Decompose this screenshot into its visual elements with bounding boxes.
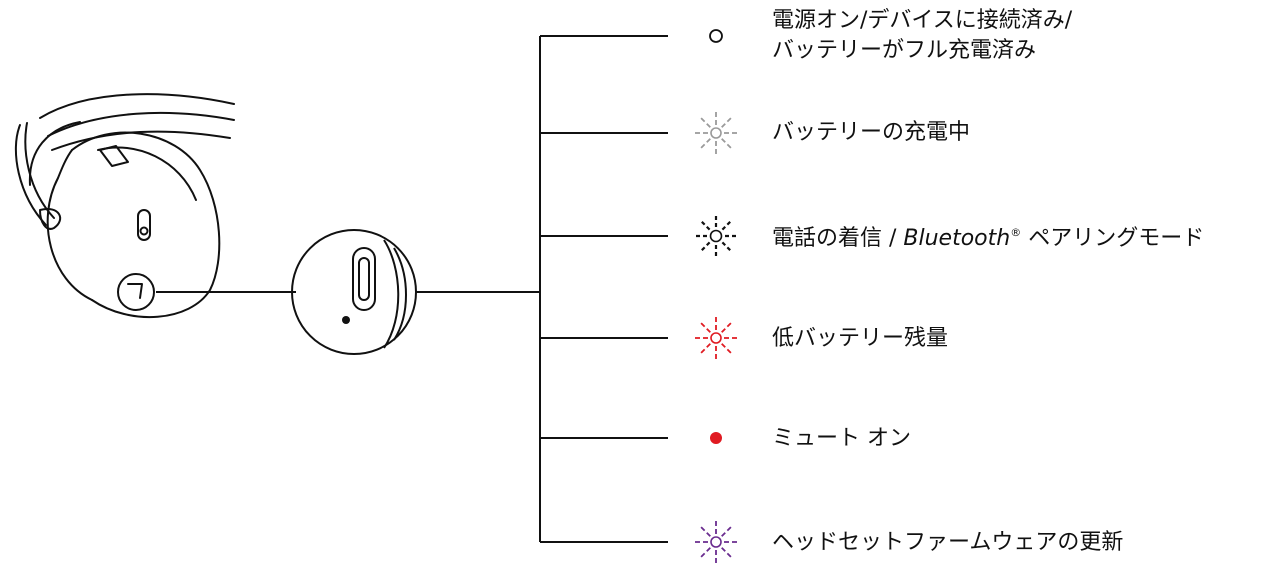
legend-label-charging: バッテリーの充電中 xyxy=(772,120,971,145)
power-on-label-line-2: バッテリーがフル充電済み xyxy=(772,38,1037,63)
mute-on-led-icon xyxy=(710,432,722,444)
incoming-call-text: 電話の着信 / xyxy=(772,226,904,251)
led-ray xyxy=(699,321,711,333)
led-ray xyxy=(721,116,733,128)
led-ray xyxy=(699,116,711,128)
led-ray xyxy=(721,547,733,559)
pairing-mode-text: ペアリングモード xyxy=(1021,226,1205,251)
led-ray xyxy=(700,220,711,231)
led-dot xyxy=(710,332,722,344)
led-ray xyxy=(721,241,732,252)
led-dot xyxy=(709,229,723,243)
led-ray xyxy=(721,525,733,537)
firmware-update-led-icon xyxy=(694,520,738,563)
led-ray xyxy=(721,343,733,355)
trademark-symbol: ® xyxy=(1010,226,1022,239)
magnified-button-view xyxy=(291,229,417,355)
led-ray xyxy=(721,220,732,231)
low-battery-led-icon xyxy=(694,316,738,360)
led-dot xyxy=(710,432,722,444)
legend-label-firmware-update: ヘッドセットファームウェアの更新 xyxy=(772,530,1124,555)
bluetooth-brand-text: Bluetooth xyxy=(903,226,1011,251)
headset-illustration xyxy=(14,93,235,319)
power-on-led-icon xyxy=(709,29,723,43)
incoming-call-led-icon xyxy=(695,215,737,257)
legend-label-incoming-call: 電話の着信 / Bluetooth® ペアリングモード xyxy=(772,224,1204,254)
led-ray xyxy=(721,138,733,150)
led-ray xyxy=(699,138,711,150)
led-ray xyxy=(721,321,733,333)
legend-bracket xyxy=(539,35,668,543)
led-dot xyxy=(709,29,723,43)
legend-label-low-battery: 低バッテリー残量 xyxy=(772,326,949,351)
led-dot xyxy=(710,127,722,139)
led-dot xyxy=(710,536,722,548)
power-on-label-line-1: 電源オン/デバイスに接続済み/ xyxy=(772,8,1073,33)
led-ray xyxy=(699,547,711,559)
legend-label-mute-on: ミュート オン xyxy=(772,426,911,451)
charging-led-icon xyxy=(694,111,738,155)
led-ray xyxy=(699,343,711,355)
legend-label-power-on: 電源オン/デバイスに接続済み/ バッテリーがフル充電済み xyxy=(772,6,1072,66)
led-ray xyxy=(700,241,711,252)
led-ray xyxy=(699,525,711,537)
